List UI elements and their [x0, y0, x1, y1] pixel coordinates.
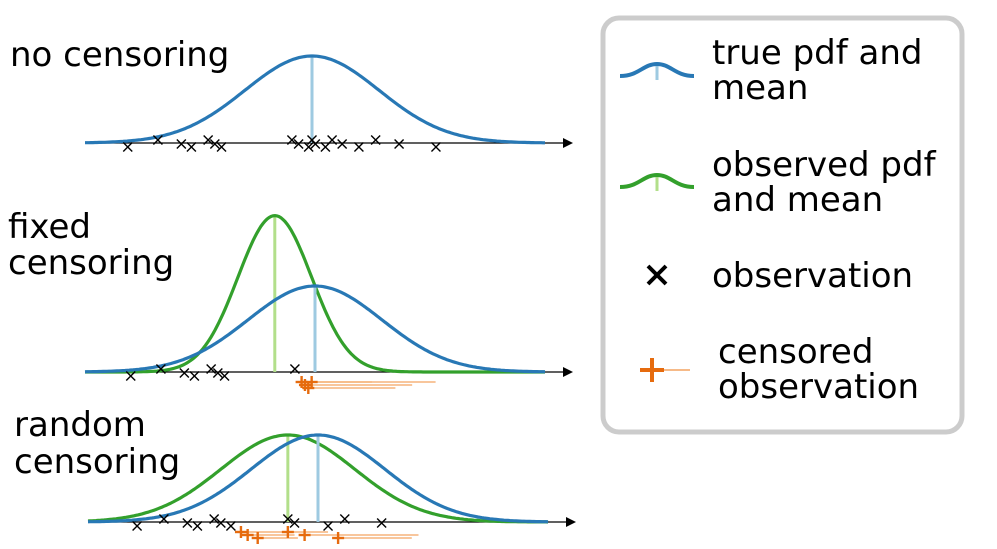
panel-label: fixed [8, 207, 91, 247]
observation-marker [327, 135, 338, 145]
observation-swatch [646, 264, 668, 286]
panels-group: no censoringfixedcensoringrandomcensorin… [8, 35, 576, 544]
legend-label: censored [718, 332, 873, 372]
observation-marker [289, 518, 300, 528]
observation-marker [158, 514, 169, 524]
observed-pdf-swatch [619, 172, 695, 189]
observation-marker [176, 139, 187, 149]
panel-label: no censoring [10, 35, 229, 75]
legend-label: mean [712, 68, 808, 108]
observation-marker [186, 142, 197, 152]
observation-marker [216, 142, 227, 152]
observation-marker [430, 142, 441, 152]
censored-swatch [640, 358, 690, 382]
observation-marker [179, 368, 190, 378]
panel-label: censoring [14, 442, 180, 482]
panel-1: no censoring [10, 35, 573, 152]
censored-marker [332, 532, 412, 544]
observation-marker [370, 135, 381, 145]
observation-marker [339, 514, 350, 524]
censored-marker [281, 526, 329, 538]
observation-marker [225, 521, 236, 531]
legend-label: true pdf and [712, 33, 923, 73]
axis-arrow [563, 367, 573, 377]
observation-marker [286, 135, 297, 145]
censored-marker [251, 532, 298, 544]
legend-box [600, 15, 965, 435]
observation-marker [209, 139, 220, 149]
observation-marker [394, 139, 405, 149]
observation-marker [353, 142, 364, 152]
observation-marker [125, 371, 136, 381]
legend-label: and mean [712, 180, 883, 220]
legend-label: observation [712, 256, 913, 296]
observation-marker [209, 514, 220, 524]
observation-marker [192, 521, 203, 531]
observation-marker [155, 364, 166, 374]
true-pdf-swatch [619, 61, 695, 78]
true-pdf-curve [87, 433, 549, 524]
observation-marker [303, 142, 314, 152]
observation-marker [189, 371, 200, 381]
observation-marker [206, 364, 217, 374]
panel-label: random [14, 405, 146, 445]
observation-marker [182, 518, 193, 528]
observation-marker [215, 518, 226, 528]
observation-marker [122, 142, 133, 152]
observation-marker [152, 135, 163, 145]
axis-arrow [563, 138, 573, 148]
observation-marker [203, 135, 214, 145]
observation-marker [376, 518, 387, 528]
censored-marker [305, 376, 372, 388]
axis-arrow [566, 517, 576, 527]
observation-marker [289, 364, 300, 374]
legend-item-observation: observation [646, 256, 913, 296]
observation-marker [212, 368, 223, 378]
observation-marker [219, 371, 230, 381]
observation-marker [323, 521, 334, 531]
observation-marker [293, 139, 304, 149]
panel-label: censoring [8, 243, 174, 283]
legend-label: observation [718, 367, 919, 407]
legend-label: observed pdf [712, 145, 937, 185]
observation-marker [282, 514, 293, 524]
true-pdf-curve [84, 284, 546, 374]
observation-marker [132, 521, 143, 531]
observation-marker [337, 139, 348, 149]
censored-marker [298, 529, 419, 541]
observation-marker [310, 139, 321, 149]
censored-marker [302, 382, 396, 394]
